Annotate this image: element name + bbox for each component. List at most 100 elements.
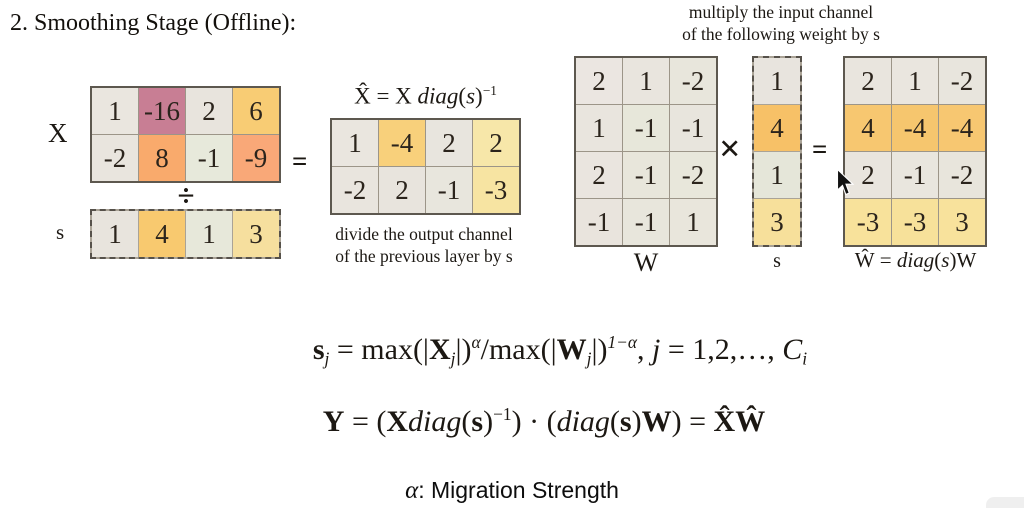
formula-text: = 1,2,…, xyxy=(660,332,783,366)
what-eq-w: W xyxy=(956,248,977,272)
equals-sign-right: = xyxy=(812,134,828,164)
xhat-matrix-cell: 1 xyxy=(332,120,378,166)
divide-caption-line1: divide the output channel xyxy=(335,224,513,244)
formula-text: , xyxy=(637,332,653,366)
w-matrix-cell: -1 xyxy=(576,199,622,245)
xhat-matrix-cell: 2 xyxy=(473,120,519,166)
s-row-cell: 1 xyxy=(186,211,232,257)
s-row-vector: 1 4 1 3 xyxy=(90,209,281,259)
xhat-matrix-cell: -4 xyxy=(379,120,425,166)
formula-s: s xyxy=(471,404,484,438)
formula-text: |) xyxy=(455,332,472,366)
bottom-right-artifact xyxy=(986,497,1024,508)
what-matrix: 2 1 -2 4 -4 -4 2 -1 -2 -3 -3 3 xyxy=(843,56,987,247)
s-row-cell: 4 xyxy=(139,211,185,257)
s-col-cell: 1 xyxy=(754,152,800,198)
slide-title: 2. Smoothing Stage (Offline): xyxy=(10,10,297,36)
what-eq-lhs: Ŵ = xyxy=(854,248,897,272)
w-matrix-cell: 2 xyxy=(576,58,622,104)
w-matrix-cell: -1 xyxy=(623,199,669,245)
divide-caption-line2: of the previous layer by s xyxy=(335,245,513,266)
formula-result: X̂Ŵ xyxy=(713,404,766,438)
formula-sub: j xyxy=(586,348,592,369)
what-matrix-cell: 2 xyxy=(845,58,891,104)
x-matrix-cell: 6 xyxy=(233,88,279,134)
mouse-cursor xyxy=(836,168,855,201)
formula-text: ) = xyxy=(671,404,714,438)
formula-exponent: 1−α xyxy=(607,332,638,352)
what-matrix-cell: -1 xyxy=(892,152,938,198)
formula-text: ) xyxy=(483,404,494,438)
formula-text: ( xyxy=(461,404,472,438)
what-equation-label: Ŵ = diag(s)W xyxy=(833,248,998,273)
what-matrix-cell: 4 xyxy=(845,105,891,151)
what-matrix-cell: -4 xyxy=(892,105,938,151)
s-row-cell: 1 xyxy=(92,211,138,257)
what-matrix-cell: 2 xyxy=(845,152,891,198)
w-matrix-cell: 1 xyxy=(576,105,622,151)
formula-exponent: −1 xyxy=(493,404,512,424)
w-matrix-cell: 1 xyxy=(670,199,716,245)
formula-diag: diag xyxy=(408,404,462,438)
s-col-label: s xyxy=(773,250,781,272)
xhat-matrix-cell: 2 xyxy=(426,120,472,166)
what-eq-paren: ) xyxy=(949,248,957,272)
formula-text: |) xyxy=(591,332,608,366)
formula-sub: i xyxy=(802,348,808,369)
xhat-matrix: 1 -4 2 2 -2 2 -1 -3 xyxy=(330,118,521,215)
xhat-eq-diag: diag xyxy=(417,83,459,109)
w-matrix-cell: 2 xyxy=(576,152,622,198)
x-matrix-cell: -9 xyxy=(233,135,279,181)
s-vector-label: s xyxy=(56,220,65,244)
w-matrix-cell: -1 xyxy=(670,105,716,151)
w-matrix-cell: 1 xyxy=(623,58,669,104)
formula-text: ( xyxy=(609,404,620,438)
what-matrix-cell: -3 xyxy=(845,199,891,245)
what-matrix-cell: -4 xyxy=(939,105,985,151)
x-matrix-cell: 8 xyxy=(139,135,185,181)
s-col-vector: 1 4 1 3 xyxy=(752,56,802,247)
w-matrix-label: W xyxy=(633,248,659,277)
what-matrix-cell: -2 xyxy=(939,152,985,198)
x-matrix-cell: -2 xyxy=(92,135,138,181)
formula-text: = max(| xyxy=(329,332,429,366)
s-col-cell: 1 xyxy=(754,58,800,104)
xhat-matrix-cell: -2 xyxy=(332,167,378,213)
formula-Y: Y xyxy=(322,404,345,438)
what-matrix-cell: -3 xyxy=(892,199,938,245)
what-matrix-cell: 1 xyxy=(892,58,938,104)
w-matrix: 2 1 -2 1 -1 -1 2 -1 -2 -1 -1 1 xyxy=(574,56,718,247)
s-col-cell: 3 xyxy=(754,199,800,245)
xhat-matrix-cell: -1 xyxy=(426,167,472,213)
xhat-matrix-cell: -3 xyxy=(473,167,519,213)
formula-W: W xyxy=(641,404,672,438)
formula-text: / xyxy=(480,332,489,366)
what-matrix-cell: 3 xyxy=(939,199,985,245)
formula-sub: j xyxy=(450,348,456,369)
formula-exponent: α xyxy=(471,332,481,352)
alpha-note: α: Migration Strength xyxy=(0,477,1024,505)
formula-text: ) xyxy=(631,404,642,438)
what-eq-paren: ( xyxy=(934,248,942,272)
xhat-eq-paren: ( xyxy=(458,83,467,109)
xhat-eq-lhs: X̂ = X xyxy=(354,83,418,109)
divide-caption: divide the output channel of the previou… xyxy=(318,224,530,268)
formula-X: X xyxy=(428,332,451,366)
x-matrix-label: X xyxy=(48,118,68,148)
multiply-caption-line1: multiply the input channel xyxy=(688,2,874,22)
w-matrix-cell: -2 xyxy=(670,152,716,198)
alpha-symbol: α xyxy=(405,477,419,504)
formula-C: C xyxy=(782,332,803,366)
x-matrix: 1 -16 2 6 -2 8 -1 -9 xyxy=(90,86,281,183)
x-matrix-cell: 2 xyxy=(186,88,232,134)
formula-diag: diag xyxy=(556,404,610,438)
times-symbol: × xyxy=(719,128,741,170)
formula-s: s xyxy=(619,404,632,438)
xhat-matrix-cell: 2 xyxy=(379,167,425,213)
what-matrix-cell: -2 xyxy=(939,58,985,104)
w-matrix-cell: -1 xyxy=(623,105,669,151)
xhat-equation: X̂ = X diag(s)−1 xyxy=(318,83,533,109)
x-matrix-cell: -1 xyxy=(186,135,232,181)
xhat-eq-exponent: −1 xyxy=(482,83,497,98)
